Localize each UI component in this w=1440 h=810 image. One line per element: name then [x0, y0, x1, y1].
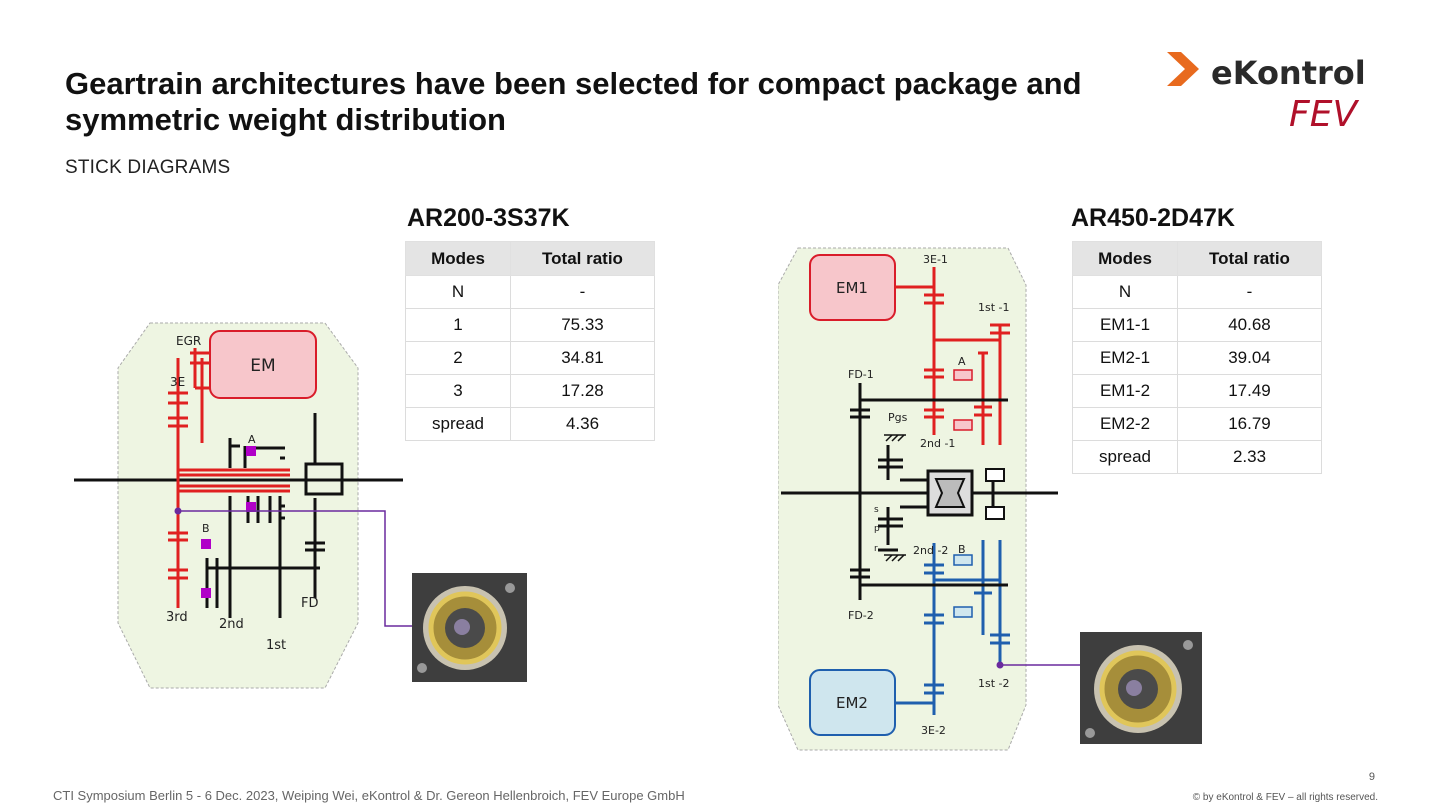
right-black-gears [850, 383, 1008, 600]
right-blue-gears [895, 540, 1010, 715]
ekontrol-fev-logo: eKontrol FEV [1167, 52, 1366, 130]
table-row: N- [1072, 275, 1322, 309]
left-label-1st: 1st [266, 638, 286, 653]
right-em2-label: EM2 [836, 694, 868, 712]
table-row: N- [405, 275, 655, 309]
right-label-r: r [874, 544, 878, 554]
left-table-header-ratio: Total ratio [510, 241, 655, 276]
right-label-fd1: FD-1 [848, 368, 874, 381]
left-shift-element-b [201, 539, 211, 549]
right-label-2nd2: 2nd -2 [913, 544, 948, 557]
right-label-b: B [958, 543, 966, 556]
right-table-header-modes: Modes [1072, 241, 1178, 276]
left-label-2nd: 2nd [219, 617, 244, 632]
right-label-3e1: 3E-1 [923, 253, 948, 266]
left-label-3e: 3E [170, 375, 185, 389]
table-cell: 75.33 [510, 308, 655, 342]
right-label-fd2: FD-2 [848, 609, 874, 622]
right-shift-element-a [953, 369, 973, 381]
table-cell: - [510, 275, 655, 309]
left-red-gears [168, 348, 290, 608]
left-black-gears [205, 413, 344, 618]
copyright-text: © by eKontrol & FEV – all rights reserve… [1192, 792, 1378, 803]
right-label-1st1: 1st -1 [978, 301, 1010, 314]
left-component-photo [412, 573, 527, 682]
right-red-gears [895, 267, 1010, 445]
right-label-p: p [874, 524, 880, 534]
table-cell: N [405, 275, 511, 309]
left-stick-diagram: EM [74, 322, 527, 689]
table-cell: 4.36 [510, 407, 655, 441]
table-cell: EM2-2 [1072, 407, 1178, 441]
left-label-egr: EGR [176, 334, 201, 348]
left-shift-element-c [246, 502, 256, 512]
table-cell: 2.33 [1177, 440, 1322, 474]
right-table-header-ratio: Total ratio [1177, 241, 1322, 276]
left-em-label: EM [250, 356, 275, 376]
logo-ekontrol-text: eKontrol [1211, 54, 1366, 92]
logo-chevron-icon [1167, 52, 1199, 86]
right-label-1st2: 1st -2 [978, 677, 1010, 690]
footer-text: CTI Symposium Berlin 5 - 6 Dec. 2023, We… [53, 788, 685, 803]
table-cell: 40.68 [1177, 308, 1322, 342]
right-label-pgs: Pgs [888, 411, 908, 424]
right-component-photo [1080, 632, 1202, 744]
right-stick-diagram: EM1 EM2 [778, 247, 1202, 751]
right-label-a: A [958, 355, 966, 368]
table-cell: 3 [405, 374, 511, 408]
right-em1-label: EM1 [836, 279, 868, 297]
table-cell: N [1072, 275, 1178, 309]
table-cell: 17.28 [510, 374, 655, 408]
right-architecture-title: AR450-2D47K [1071, 204, 1235, 232]
left-architecture-title: AR200-3S37K [407, 204, 570, 232]
right-label-s: s [874, 505, 879, 515]
page-number: 9 [1368, 771, 1375, 783]
left-label-fd: FD [301, 596, 319, 611]
left-label-3rd: 3rd [166, 610, 188, 625]
table-cell: spread [1072, 440, 1178, 474]
left-shift-element-a [246, 446, 256, 456]
table-cell: EM1-2 [1072, 374, 1178, 408]
left-label-a: A [248, 433, 256, 446]
right-ground-hatch [884, 434, 906, 562]
right-differential [926, 468, 1005, 520]
page-subtitle: STICK DIAGRAMS [65, 157, 231, 178]
page-title: Geartrain architectures have been select… [65, 66, 1082, 137]
right-label-3e2: 3E-2 [921, 724, 946, 737]
table-cell: 17.49 [1177, 374, 1322, 408]
right-shift-element-b [953, 554, 973, 566]
right-shift-element-b2 [953, 606, 973, 618]
table-cell: - [1177, 275, 1322, 309]
left-shift-element-d [201, 588, 211, 598]
right-label-2nd1: 2nd -1 [920, 437, 955, 450]
left-label-b: B [202, 522, 210, 535]
logo-fev-text: FEV [1289, 94, 1359, 130]
table-cell: spread [405, 407, 511, 441]
right-shift-element-a2 [953, 419, 973, 431]
left-table-header-modes: Modes [405, 241, 511, 276]
